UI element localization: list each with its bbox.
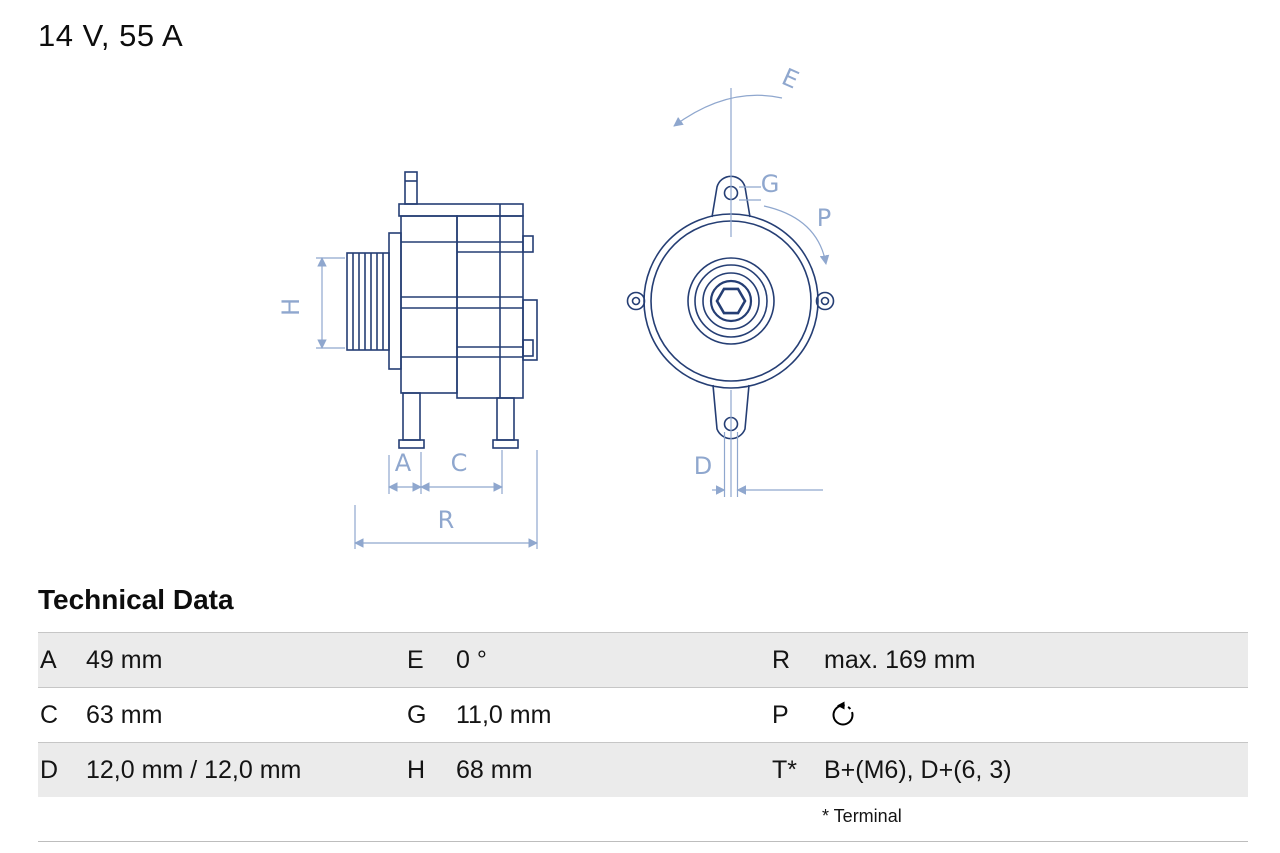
front-view-dimension-labels: E G P D [694,63,831,480]
dim-label-p: P [817,204,831,232]
spec-value-d: 12,0 mm / 12,0 mm [86,755,302,784]
spec-key-e: E [407,645,424,674]
spec-key-r: R [772,645,791,674]
technical-data-heading: Technical Data [38,584,234,615]
spec-key-h: H [407,755,426,784]
spec-value-c: 63 mm [86,700,163,729]
product-rating-title: 14 V, 55 A [38,18,184,53]
side-view-dimension-labels: H A C R [277,298,467,534]
rotation-ccw-icon [832,701,854,726]
bottom-divider [38,841,1248,842]
technical-drawing: H A C R [277,63,835,549]
dim-label-c: C [451,449,468,477]
mounting-feet [398,392,519,449]
dim-label-e: E [778,63,803,95]
dim-label-d: D [694,452,712,480]
spec-value-t: B+(M6), D+(6, 3) [824,755,1012,784]
housing [398,203,524,399]
dim-label-g: G [761,170,780,198]
side-view-dimensions [316,257,538,549]
spec-key-d: D [40,755,59,784]
spec-value-a: 49 mm [86,645,163,674]
terminal-footnote: * Terminal [822,806,902,826]
spec-row-2: C 63 mm G 11,0 mm P [38,687,1248,742]
top-mounting-lug [404,171,418,205]
shaft-hex-nut [715,287,747,315]
technical-data-table: A 49 mm E 0 ° R max. 169 mm C 63 mm G 11… [38,632,1248,827]
spec-value-e: 0 ° [456,645,487,674]
bottom-ear [712,384,750,440]
dim-label-r: R [438,506,455,534]
side-ears [626,291,835,311]
spec-row-3: D 12,0 mm / 12,0 mm H 68 mm T* B+(M6), D… [38,742,1248,797]
spec-key-g: G [407,700,427,729]
top-ear [711,175,751,218]
fan-flange [388,232,402,370]
spec-key-c: C [40,700,59,729]
spec-value-h: 68 mm [456,755,533,784]
rear-bolts [522,235,538,361]
spec-value-g: 11,0 mm [456,700,552,729]
spec-value-r: max. 169 mm [824,645,976,674]
spec-key-a: A [40,645,57,674]
spec-key-t: T* [772,755,797,784]
side-view [346,171,538,449]
spec-value-p [818,700,1248,730]
front-view-dimensions [673,88,830,497]
pulley [346,252,390,351]
dim-label-h: H [277,298,305,316]
front-view [626,175,835,440]
spec-key-p: P [772,700,789,729]
spec-row-1: A 49 mm E 0 ° R max. 169 mm [38,632,1248,687]
dim-label-a: A [395,449,412,477]
